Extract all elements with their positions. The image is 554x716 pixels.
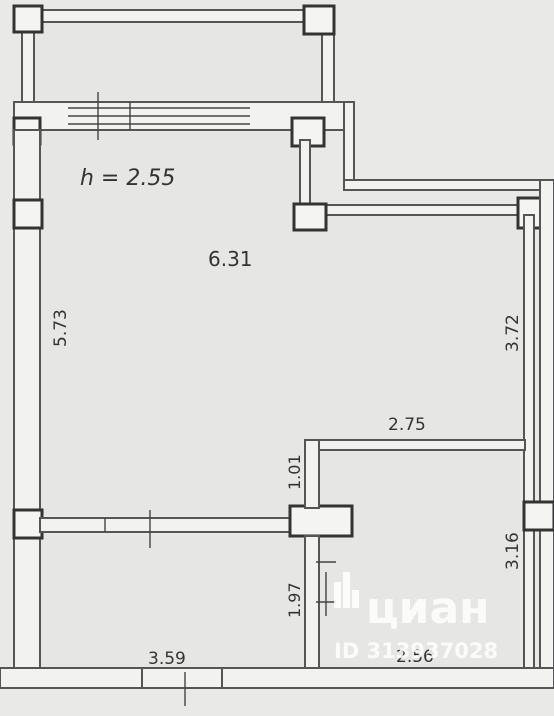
left-wall <box>12 129 44 671</box>
upper-right-walls <box>292 101 554 232</box>
bottom-left-width-label: 3.59 <box>148 649 186 669</box>
ceiling-height-label: h = 2.55 <box>80 166 175 191</box>
main-room-area-label: 6.31 <box>208 247 253 271</box>
cian-logo-icon <box>334 572 359 608</box>
left-wall-length-label: 5.73 <box>51 309 71 347</box>
bottom-wall <box>0 667 554 706</box>
right-wall-length-label: 3.72 <box>503 314 523 352</box>
cian-watermark: циан ID 313937028 <box>334 572 498 663</box>
small-gap-label: 1.01 <box>285 454 304 490</box>
room-fills <box>30 20 524 670</box>
bathroom-walls <box>304 439 526 671</box>
right-wall <box>522 179 554 671</box>
watermark-brand: циан <box>366 583 490 634</box>
corridor-width-label: 2.75 <box>388 415 426 435</box>
bath-height-label: 3.16 <box>503 532 523 570</box>
bath-area-label: 2.56 <box>396 647 434 667</box>
balcony <box>12 4 336 103</box>
middle-partition <box>39 504 354 548</box>
bath-door-gap-label: 1.97 <box>285 582 304 618</box>
watermark-id: ID 313937028 <box>334 639 498 663</box>
